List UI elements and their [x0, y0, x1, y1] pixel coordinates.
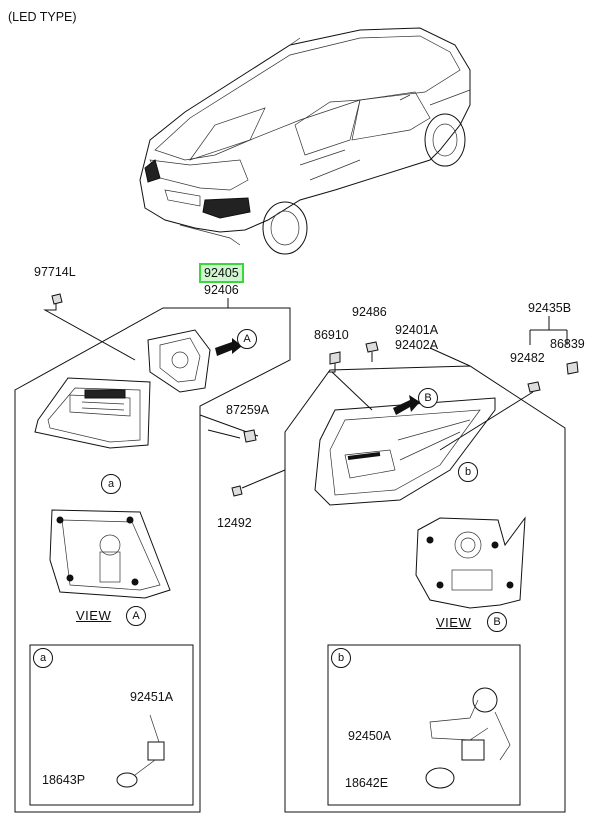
view-a-circle: A [126, 606, 146, 626]
part-92402A[interactable]: 92402A [395, 338, 439, 352]
part-92435B[interactable]: 92435B [528, 301, 572, 315]
arrow-a-marker: A [237, 329, 257, 349]
arrow-b-marker: B [418, 388, 438, 408]
part-86839[interactable]: 86839 [550, 337, 585, 351]
detail-box-b [327, 644, 521, 806]
inner-lamp-assembly [34, 377, 151, 449]
view-b-text: VIEW [436, 615, 472, 630]
view-a-caption: VIEW [76, 608, 111, 623]
view-b-caption: VIEW [436, 615, 471, 630]
view-a-text: VIEW [76, 608, 112, 623]
part-87259A[interactable]: 87259A [226, 403, 270, 417]
detail-b-marker: b [331, 648, 351, 668]
part-86910[interactable]: 86910 [314, 328, 349, 342]
detail-a-marker: a [33, 648, 53, 668]
part-18642E[interactable]: 18642E [345, 776, 389, 790]
outer-lamp-assembly [314, 397, 496, 506]
part-92401A[interactable]: 92401A [395, 323, 439, 337]
vehicle-illustration [139, 27, 471, 255]
view-b-lamp-back [415, 516, 526, 609]
arrow-b-pointer [393, 395, 420, 415]
part-92451A[interactable]: 92451A [130, 690, 174, 704]
part-92450A[interactable]: 92450A [348, 729, 392, 743]
diagram-title: (LED TYPE) [8, 10, 77, 24]
detail-box-a [29, 644, 194, 806]
callout-a: a [101, 474, 121, 494]
view-a-lamp-back [49, 509, 171, 599]
part-92406[interactable]: 92406 [204, 283, 239, 297]
fasteners [51, 293, 579, 497]
part-92486[interactable]: 92486 [352, 305, 387, 319]
part-92405-highlighted[interactable]: 92405 [199, 263, 244, 283]
view-b-circle: B [487, 612, 507, 632]
part-97714L[interactable]: 97714L [34, 265, 76, 279]
callout-b: b [458, 462, 478, 482]
gasket-part [147, 329, 211, 393]
leader-lines [14, 297, 568, 813]
part-92482[interactable]: 92482 [510, 351, 545, 365]
part-12492[interactable]: 12492 [217, 516, 252, 530]
arrow-a-pointer [215, 338, 242, 356]
part-18643P[interactable]: 18643P [42, 773, 86, 787]
